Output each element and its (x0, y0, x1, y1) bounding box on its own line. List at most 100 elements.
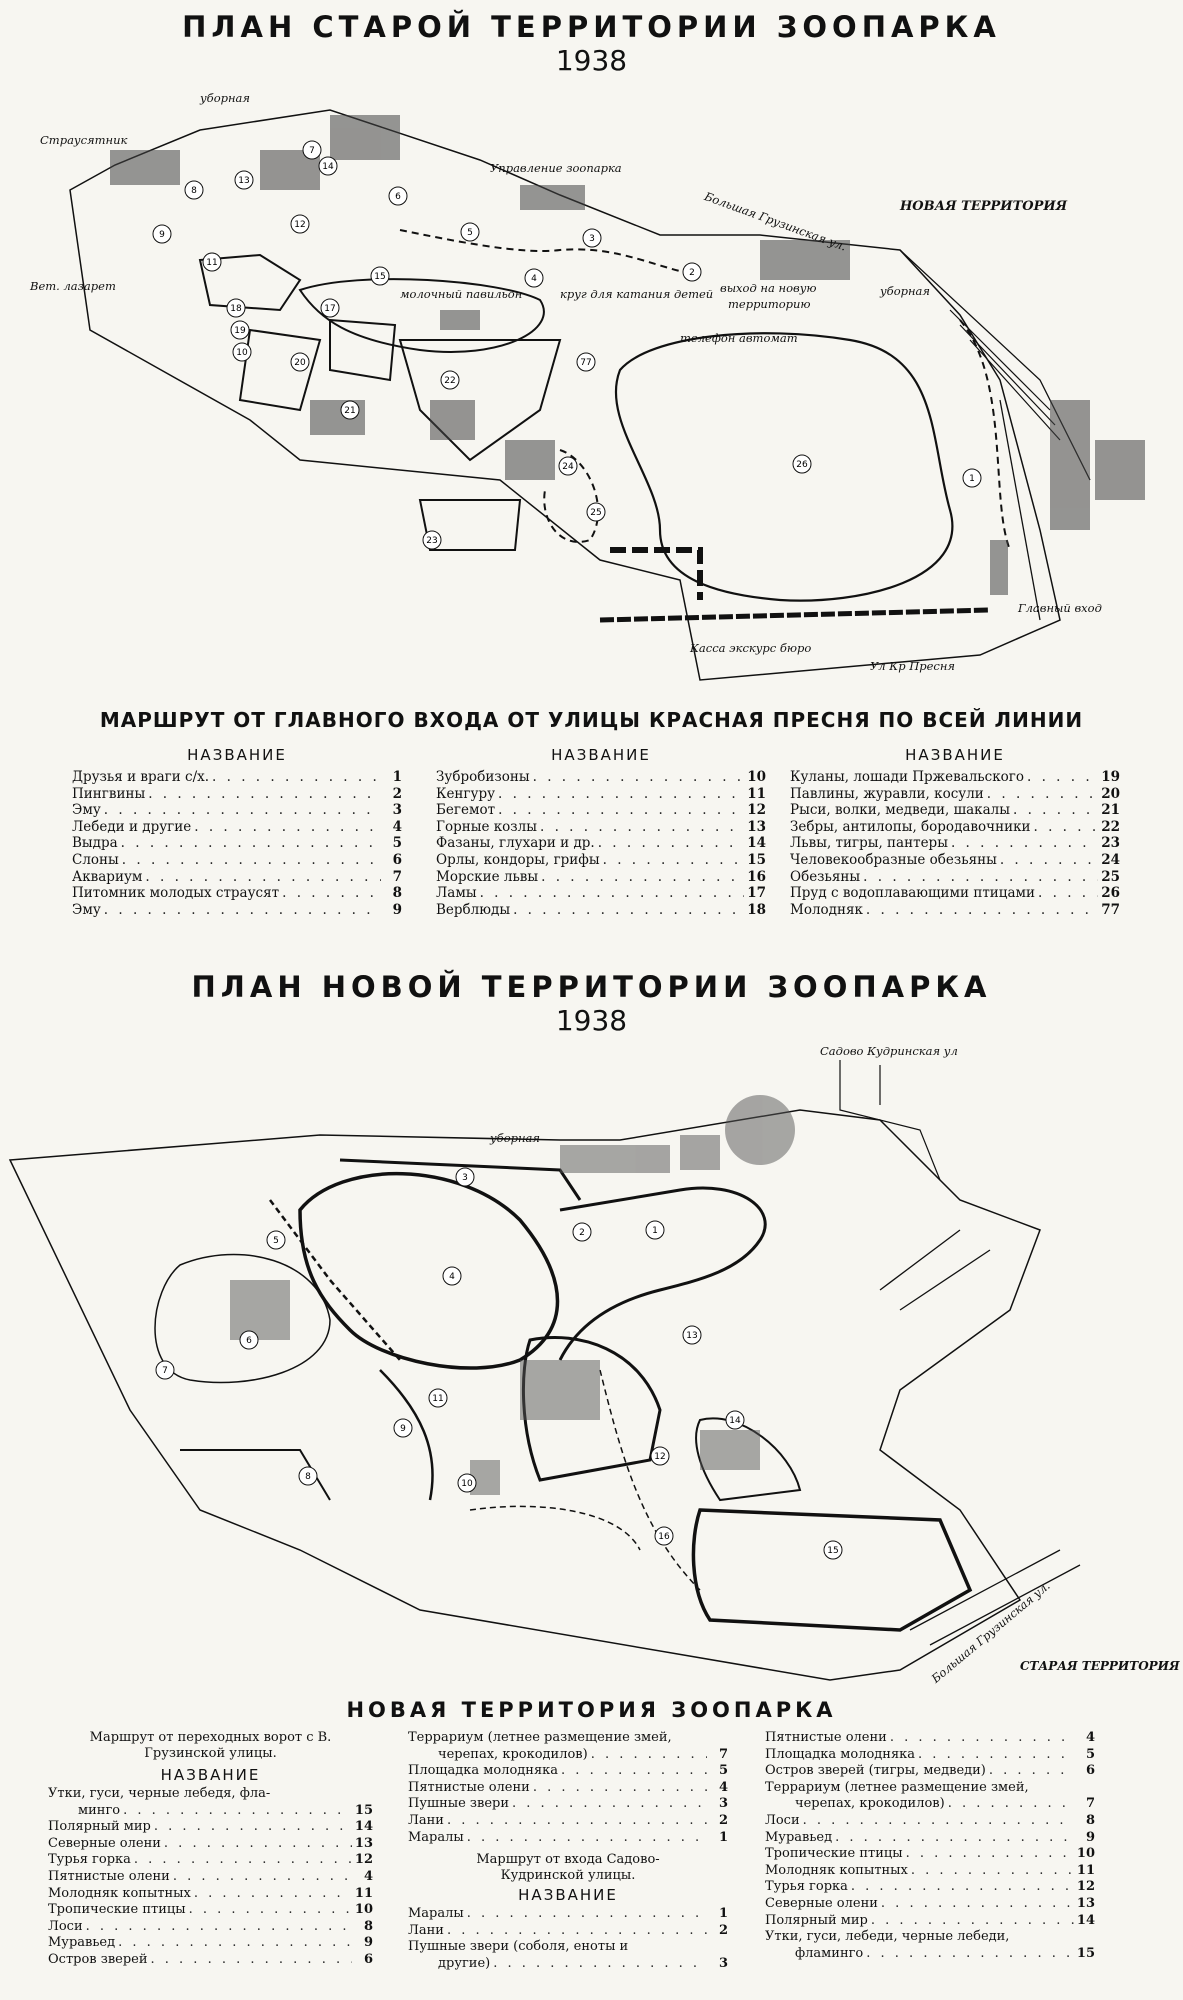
list-item: Горные козлы13 (436, 819, 766, 836)
item-number: 4 (718, 1779, 728, 1795)
label-ubornaya-1: уборная (199, 91, 250, 105)
item-name: Зубробизоны (436, 769, 530, 785)
item-number: 9 (363, 1935, 373, 1951)
item-number: 4 (392, 818, 402, 835)
label-glavny-vhod: Главный вход (1017, 601, 1102, 615)
item-name-cont: фламинго (795, 1945, 864, 1961)
item-number: 3 (718, 1796, 728, 1812)
leader-dots (447, 1813, 707, 1830)
leader-dots (467, 1830, 707, 1847)
old-route-col-2: НАЗВАНИЕ Зубробизоны10Кенгуру11Бегемот12… (436, 746, 766, 918)
old-territory-map: уборная Страусятник Управление зоопарка … (29, 91, 1145, 681)
item-name: Павлины, журавли, косули (790, 785, 984, 802)
marker-18: 18 (226, 298, 246, 318)
item-number: 22 (1101, 818, 1120, 835)
item-name: Пятнистые олени (765, 1730, 887, 1745)
item-number: 1 (718, 1906, 728, 1922)
leader-dots (212, 769, 381, 786)
svg-text:9: 9 (400, 1424, 406, 1434)
item-name: Остров зверей (тигры, медведи) (765, 1763, 986, 1779)
list-item: Куланы, лошади Пржевальского19 (790, 769, 1120, 786)
label-staraya-territoriya: СТАРАЯ ТЕРРИТОРИЯ (1020, 1659, 1180, 1673)
item-name: Северные олени (48, 1835, 161, 1851)
old-route-heading: МАРШРУТ ОТ ГЛАВНОГО ВХОДА ОТ УЛИЦЫ КРАСН… (99, 708, 1084, 732)
item-name: Пушные звери (408, 1796, 509, 1812)
list-item: Морские львы16 (436, 869, 766, 886)
label-telefon: телефон автомат (680, 331, 798, 345)
leader-dots (118, 1935, 352, 1952)
item-number: 7 (392, 868, 402, 885)
old-route-col-1: НАЗВАНИЕ Друзья и враги с/х.1Пингвины2Эм… (72, 746, 402, 918)
list-item: Павлины, журавли, косули20 (790, 786, 1120, 803)
leader-dots (803, 1813, 1074, 1830)
svg-text:6: 6 (246, 1336, 252, 1346)
marker-13: 13 (682, 1325, 702, 1345)
leader-dots (863, 869, 1098, 886)
leader-dots (493, 1956, 707, 1973)
marker-8: 8 (184, 180, 204, 200)
item-name: Орлы, кондоры, грифы (436, 851, 600, 868)
item-name: Площадка молодняка (765, 1746, 916, 1762)
label-upravlenie: Управление зоопарка (490, 161, 622, 175)
item-name: Пятнистые олени (48, 1868, 170, 1884)
item-number: 12 (747, 802, 766, 819)
list-item-continuation: черепах, крокодилов)7 (765, 1796, 1095, 1813)
item-name: Лани (408, 1812, 444, 1828)
leader-dots (123, 1803, 352, 1820)
item-name: Обезьяны (790, 868, 861, 885)
list-item: Лани2 (408, 1813, 728, 1830)
item-name-cont: черепах, крокодилов) (438, 1746, 588, 1762)
marker-21: 21 (340, 400, 360, 420)
item-number: 25 (1101, 868, 1120, 885)
svg-text:12: 12 (294, 220, 305, 230)
item-number: 14 (354, 1819, 373, 1835)
item-number: 3 (392, 802, 402, 819)
svg-text:18: 18 (230, 304, 242, 314)
item-name: Пруд с водоплавающими птицами (790, 885, 1036, 902)
marker-7: 7 (155, 1360, 175, 1380)
item-number: 11 (747, 785, 766, 802)
svg-text:13: 13 (686, 1331, 697, 1341)
item-number: 77 (1101, 901, 1120, 918)
item-number: 13 (354, 1835, 373, 1851)
new-route-heading: НОВАЯ ТЕРРИТОРИЯ ЗООПАРКА (346, 1698, 837, 1722)
svg-text:4: 4 (531, 274, 537, 284)
marker-12: 12 (290, 214, 310, 234)
list-item: Турья горка12 (765, 1879, 1095, 1896)
marker-6: 6 (388, 186, 408, 206)
item-name: Лебеди и другие (72, 818, 192, 835)
list-item: Утки, гуси, черные лебедя, фла- (48, 1786, 373, 1803)
item-number: 15 (1076, 1945, 1095, 1961)
item-name: Турья горка (48, 1852, 131, 1868)
item-name: Тропические птицы (48, 1902, 186, 1918)
list-item: Муравьед9 (48, 1935, 373, 1952)
item-number: 10 (354, 1902, 373, 1918)
list-item: Пушные звери (соболя, еноты и (408, 1939, 728, 1956)
old-plan-title: ПЛАН СТАРОЙ ТЕРРИТОРИИ ЗООПАРКА (182, 10, 1001, 44)
item-name: Маралы (408, 1906, 464, 1922)
svg-text:11: 11 (206, 258, 217, 268)
item-name: Зебры, антилопы, бородавочники (790, 818, 1031, 835)
marker-10: 10 (232, 342, 252, 362)
leader-dots (1000, 852, 1098, 869)
item-name: Морские львы (436, 868, 539, 885)
item-name: Муравьед (765, 1829, 833, 1845)
leader-dots (987, 786, 1098, 803)
list-item-continuation: другие)3 (408, 1956, 728, 1973)
list-item: Полярный мир14 (48, 1819, 373, 1836)
marker-1: 1 (962, 468, 982, 488)
item-name: Верблюды (436, 901, 511, 918)
item-name: Молодняк (790, 901, 863, 918)
svg-text:5: 5 (467, 228, 473, 238)
col-header: НАЗВАНИЕ (160, 1766, 261, 1784)
svg-text:20: 20 (294, 358, 306, 368)
marker-17: 17 (320, 298, 340, 318)
marker-20: 20 (290, 352, 310, 372)
item-name: Террариум (летнее размещение змей, (765, 1779, 1029, 1795)
new-territory-map: Садово Кудринская ул уборная Большая Гру… (8, 1044, 1180, 1686)
item-number: 26 (1101, 885, 1120, 902)
leader-dots (835, 1830, 1074, 1847)
list-item: Молодняк копытных11 (48, 1886, 373, 1903)
list-item-continuation: фламинго 15 (765, 1946, 1095, 1963)
leader-dots (512, 1796, 707, 1813)
